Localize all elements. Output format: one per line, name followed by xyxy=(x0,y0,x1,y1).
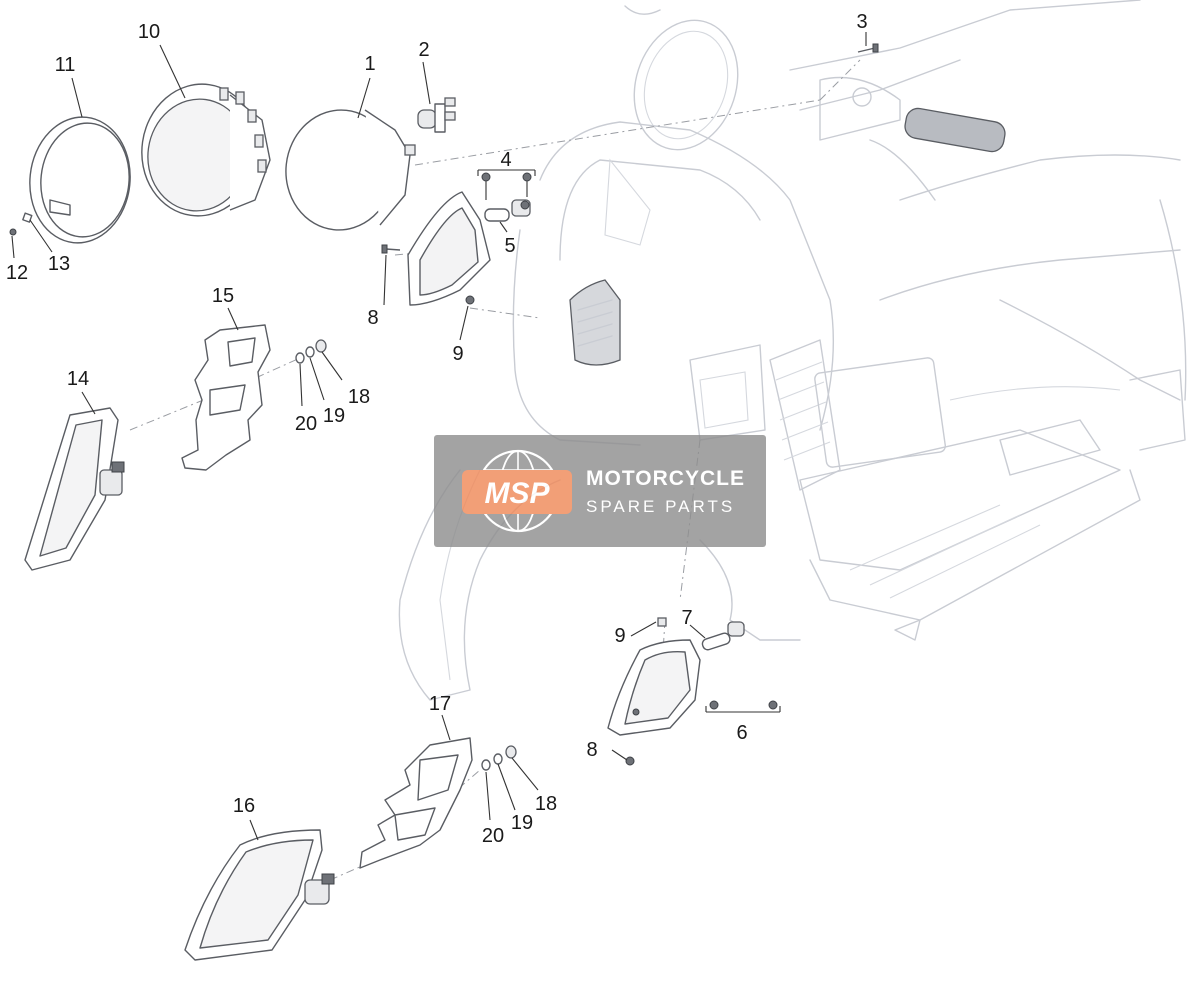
part-7-indicator-bulb xyxy=(701,621,745,651)
callout-19-bottom: 19 xyxy=(511,812,533,834)
callout-15: 15 xyxy=(212,285,234,307)
part-11-headlight-trim xyxy=(29,116,131,244)
callout-17: 17 xyxy=(429,693,451,715)
part-3-screw xyxy=(857,43,879,53)
washers-top xyxy=(295,339,327,364)
callout-9-bottom: 9 xyxy=(614,625,625,647)
callout-14: 14 xyxy=(67,368,89,390)
callout-19-top: 19 xyxy=(323,405,345,427)
callout-11: 11 xyxy=(55,54,76,76)
watermark-box xyxy=(434,435,766,547)
callout-1: 1 xyxy=(364,53,375,75)
watermark-line-2: SPARE PARTS xyxy=(586,497,735,516)
callout-4: 4 xyxy=(500,149,511,171)
callout-7: 7 xyxy=(681,607,692,629)
part-1-headlight-reflector xyxy=(285,109,416,231)
part-5-indicator-bulb xyxy=(484,199,531,222)
callout-8-bottom: 8 xyxy=(586,739,597,761)
callout-18-bottom: 18 xyxy=(535,793,557,815)
callout-13: 13 xyxy=(48,253,70,275)
callout-5: 5 xyxy=(504,235,515,257)
callout-20-top: 20 xyxy=(295,413,317,435)
part-8-screw-top xyxy=(381,244,401,254)
watermark-logo-badge xyxy=(462,470,572,514)
part-9-clip xyxy=(657,617,667,627)
leader-lines xyxy=(11,32,867,841)
part-17-bracket xyxy=(359,737,473,869)
part-13-nut xyxy=(22,212,33,223)
part-2-bulb xyxy=(417,97,456,133)
callout-9-top: 9 xyxy=(452,343,463,365)
part-6-rear-indicator xyxy=(607,639,701,736)
part-4-front-turn-indicator xyxy=(407,191,491,306)
watermark-logo: MSP xyxy=(484,477,550,510)
part-14-side-indicator xyxy=(24,407,125,571)
callout-8-top: 8 xyxy=(367,307,378,329)
callout-2: 2 xyxy=(418,39,429,61)
callout-16: 16 xyxy=(233,795,255,817)
scooter-outline xyxy=(398,0,1187,701)
callout-20-bottom: 20 xyxy=(482,825,504,847)
washers-bottom xyxy=(481,745,517,771)
part-12-screw xyxy=(9,228,17,236)
part-8-screw-bottom xyxy=(625,756,635,766)
part-16-side-lens xyxy=(184,829,335,961)
watermark: MSP MOTORCYCLE SPARE PARTS xyxy=(434,435,766,547)
callout-6: 6 xyxy=(736,722,747,744)
part-10-headlight-unit xyxy=(141,83,271,217)
part-15-bracket xyxy=(181,324,271,471)
callout-18-top: 18 xyxy=(348,386,370,408)
callout-12: 12 xyxy=(6,262,28,284)
callout-10: 10 xyxy=(138,21,160,43)
watermark-line-1: MOTORCYCLE xyxy=(586,467,745,490)
callout-labels: 1 2 3 4 5 6 7 8 8 9 9 10 11 12 13 14 15 … xyxy=(6,11,868,847)
callout-3: 3 xyxy=(856,11,867,33)
